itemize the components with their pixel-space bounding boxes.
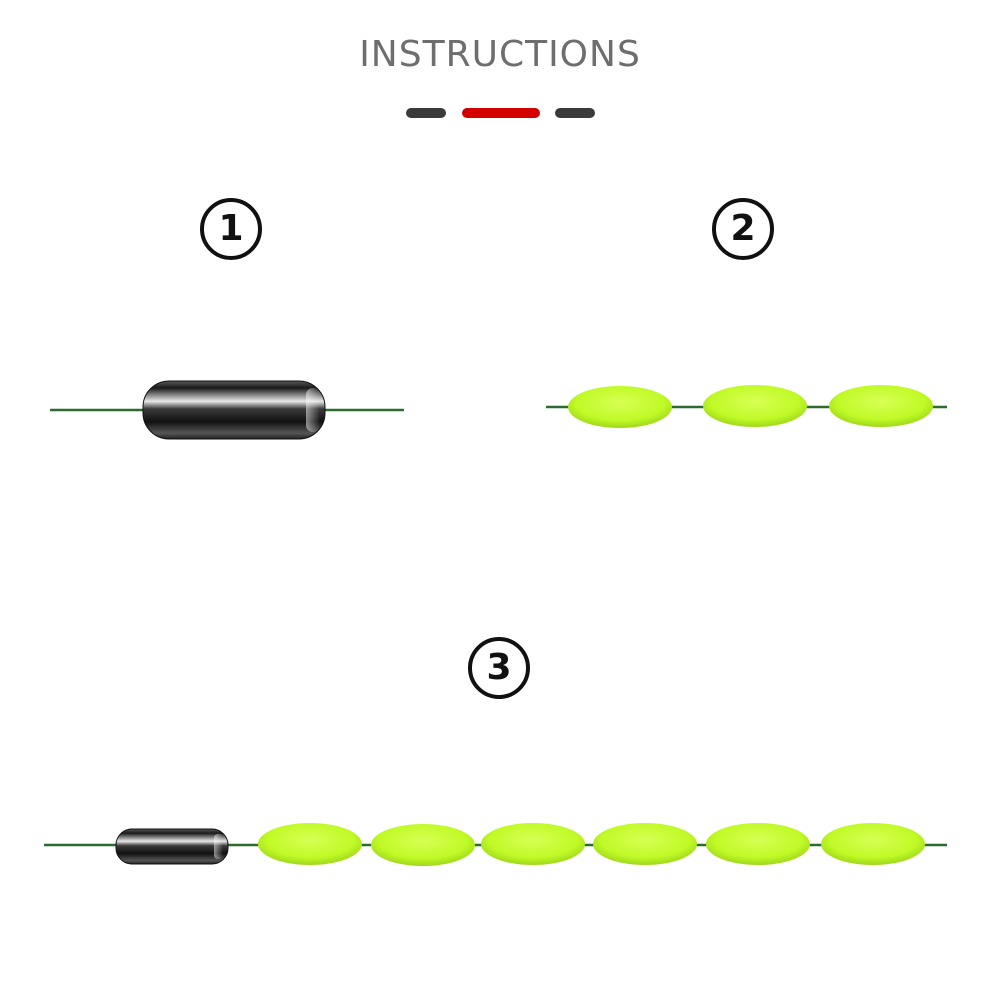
- step-3-illustration: [44, 823, 947, 866]
- float-icon: [593, 823, 697, 865]
- step-2-illustration: [546, 385, 947, 428]
- page-title: INSTRUCTIONS: [359, 34, 641, 75]
- step-1-number: 1: [218, 208, 244, 249]
- step-2-number: 2: [730, 208, 756, 249]
- step-3-marker: 3: [468, 637, 530, 699]
- divider-left: [406, 108, 446, 118]
- step-2-marker: 2: [712, 198, 774, 260]
- float-icon: [821, 823, 925, 865]
- step-1-marker: 1: [200, 198, 262, 260]
- sinker-icon: [142, 380, 326, 440]
- float-icon: [706, 823, 810, 865]
- float-icon: [481, 823, 585, 865]
- float-icon: [258, 823, 362, 865]
- sinker-icon: [115, 828, 229, 865]
- float-icon: [568, 386, 672, 428]
- step-3-number: 3: [486, 647, 512, 688]
- divider-right: [555, 108, 595, 118]
- divider-accent: [462, 108, 540, 118]
- float-icon: [703, 385, 807, 427]
- step-1-illustration: [50, 380, 404, 440]
- float-icon: [371, 824, 475, 866]
- float-icon: [829, 385, 933, 427]
